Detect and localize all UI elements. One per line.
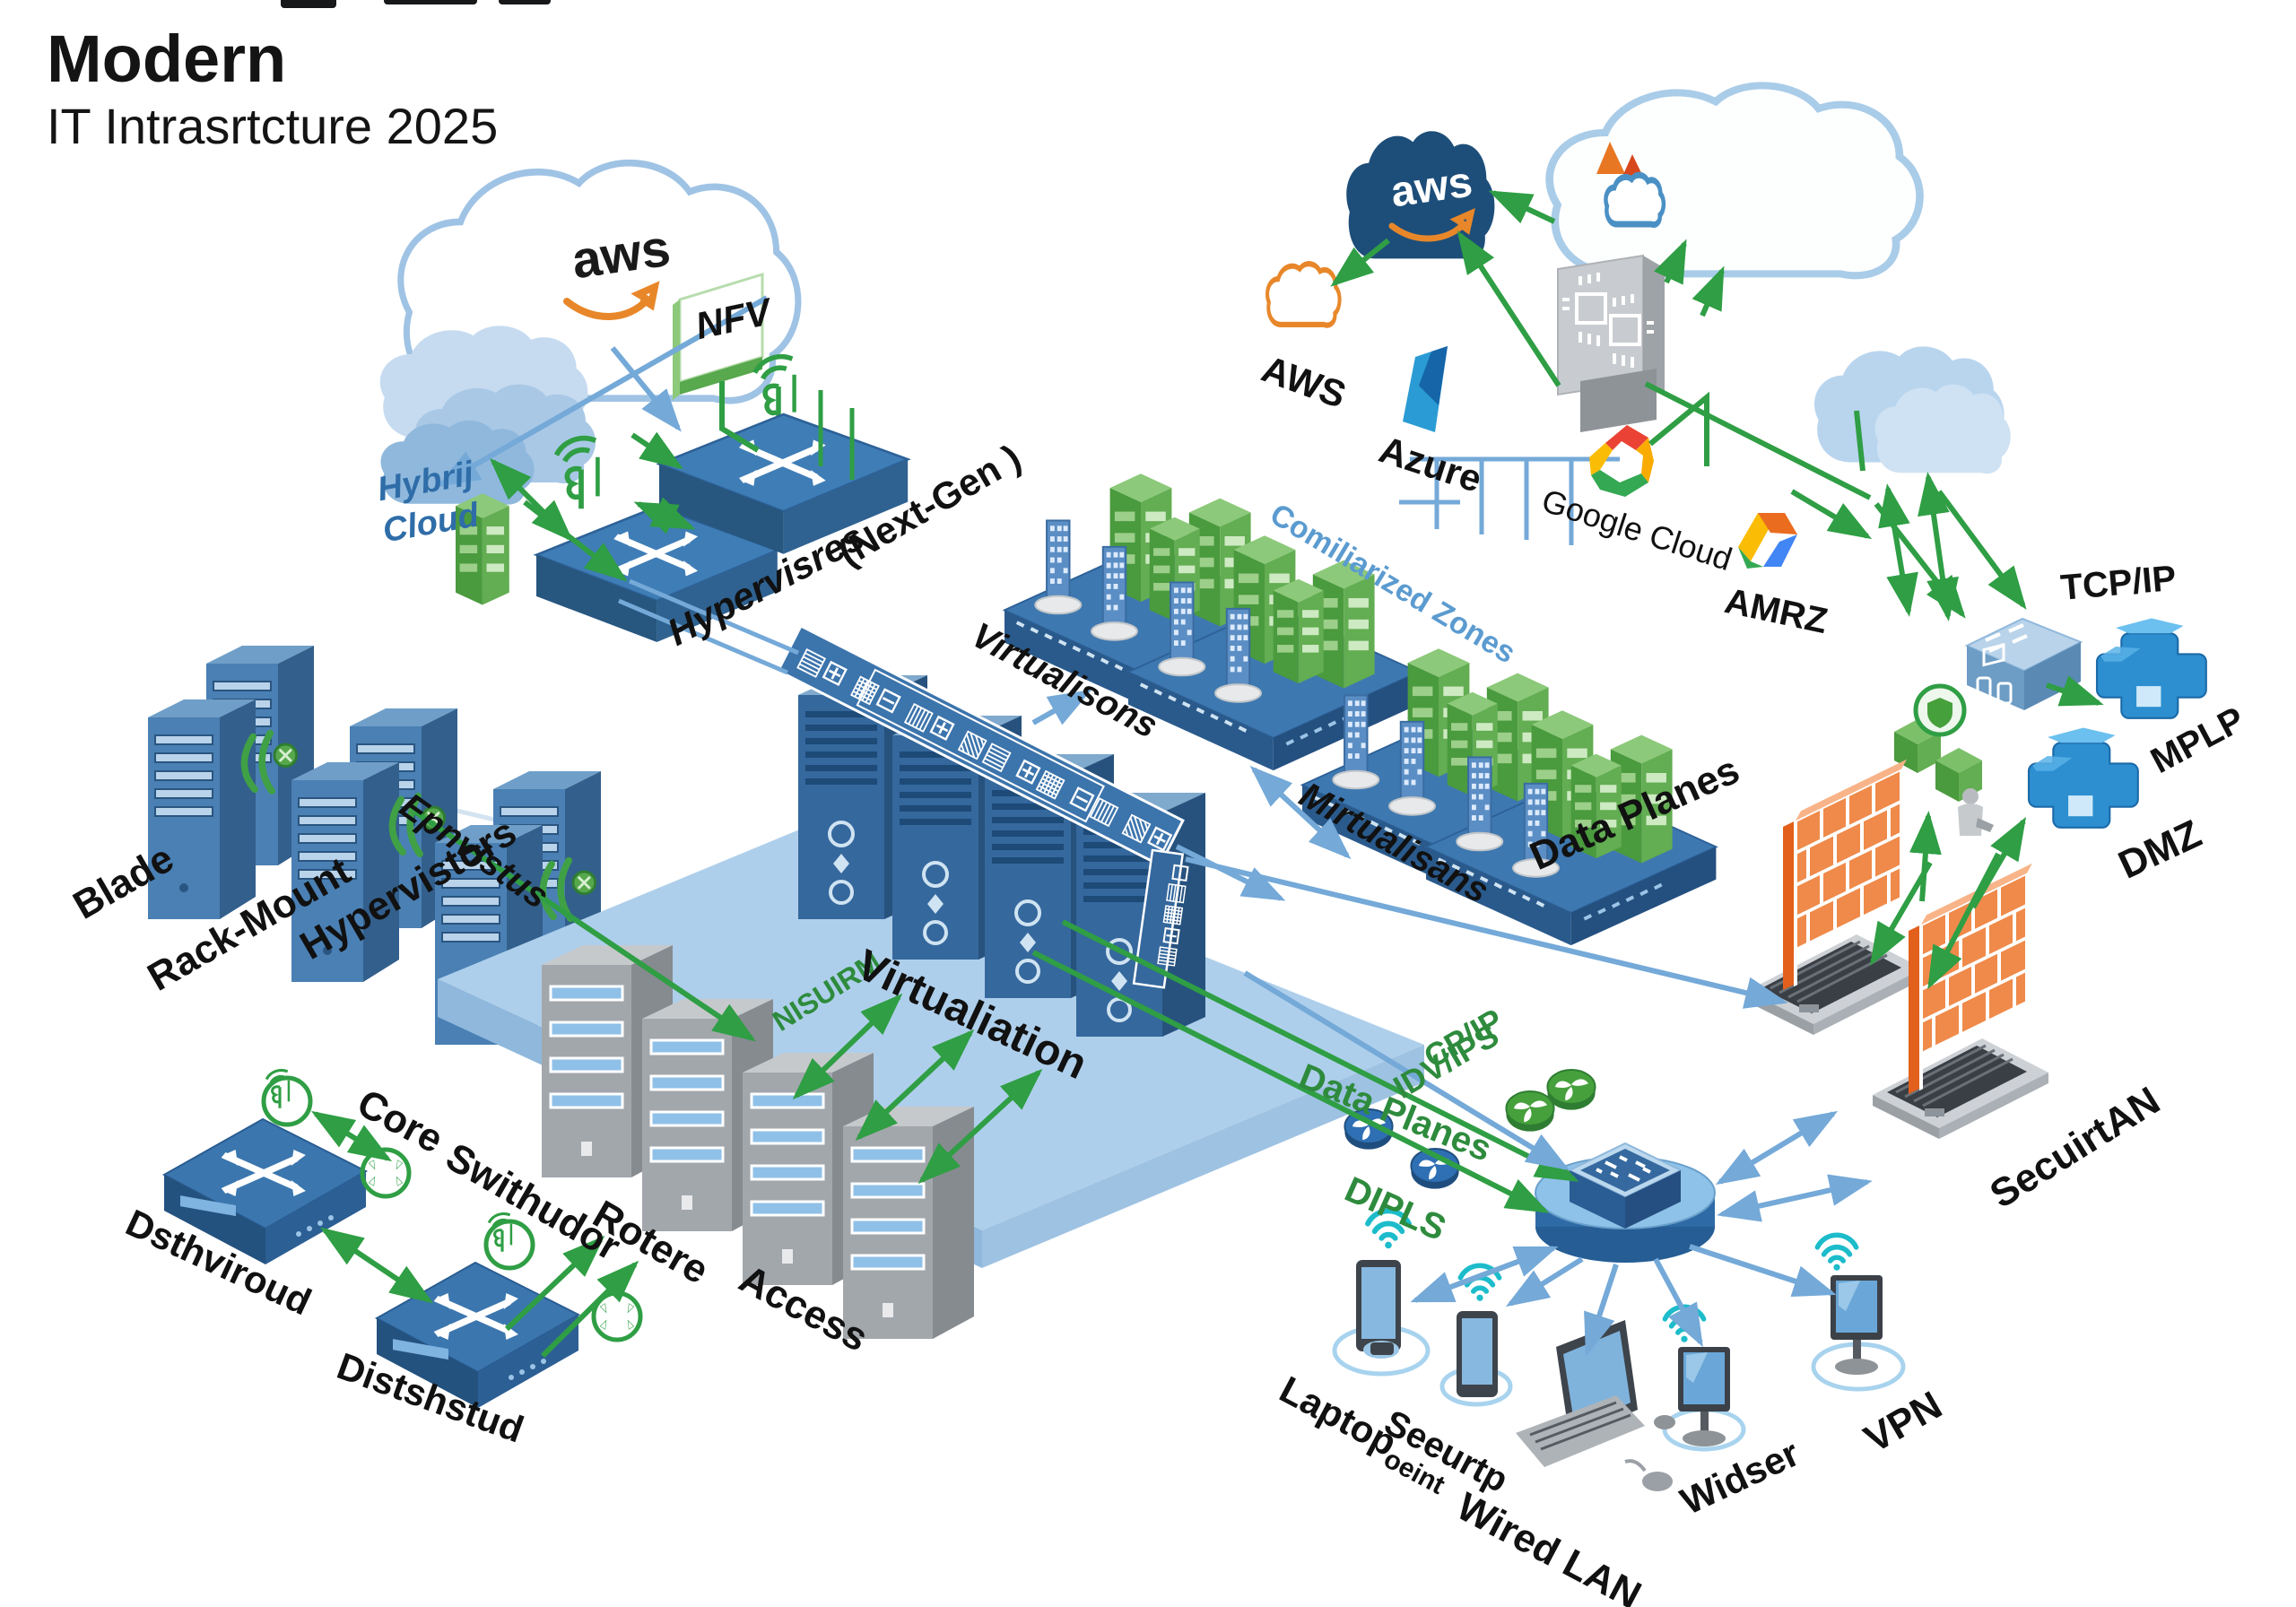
aws-orange-cloud-icon <box>1267 264 1340 325</box>
tcpip-module-icon <box>1964 617 2083 710</box>
inner-cloud-icon <box>1605 175 1663 224</box>
nfv-sign <box>673 272 764 400</box>
edge-cloud-icon <box>1814 346 2011 474</box>
google-cloud-logo-icon <box>1589 425 1654 497</box>
endpoint-phone <box>1439 1265 1513 1407</box>
mpls-block-icon <box>2095 617 2207 719</box>
rack-server-icon <box>147 699 257 920</box>
hybrid-cloud-icon <box>379 163 798 505</box>
aws-navy-cloud-icon <box>1346 131 1495 260</box>
nfvi-chip-panel-icon <box>1557 254 1665 432</box>
routing-coin-green <box>1505 1090 1555 1133</box>
page-subtitle: IT Intrasrtcture 2025 <box>47 98 499 154</box>
alert-triangle-icon <box>1596 142 1625 174</box>
server-side-strip: ⊟▤▦⊞▥ <box>1132 848 1195 989</box>
wifi-icon <box>1817 1235 1856 1271</box>
aws-swoosh-icon <box>1388 208 1475 242</box>
blue-links <box>436 295 1873 1357</box>
dmz-block-icon <box>2027 726 2139 829</box>
azure-logo-icon <box>1403 346 1448 432</box>
cropped-top-artifact <box>281 0 551 8</box>
endpoint-tablet <box>1332 1211 1431 1377</box>
security-badge-icon <box>1913 683 1967 737</box>
green-links <box>310 190 2104 1359</box>
endpoint-monitor-vpn <box>1811 1235 1906 1392</box>
amrz-drive-logo-icon <box>1738 513 1797 569</box>
control-plane-bracket <box>1399 456 1620 545</box>
multicloud-outline-icon <box>1550 85 1920 275</box>
server-cluster <box>147 645 602 1046</box>
routing-coin-green <box>1546 1069 1596 1111</box>
firewall-laptop-icon-2 <box>1871 861 2050 1141</box>
page-title: Modern <box>47 22 287 96</box>
firewall-laptop-icon <box>1745 757 1925 1037</box>
core-hub-icon <box>1535 1142 1716 1263</box>
aws-logo-left: aws <box>568 218 674 291</box>
person-icon <box>1958 788 1994 836</box>
aws-swoosh-icon <box>563 281 660 320</box>
endpoint-laptop <box>1516 1320 1673 1491</box>
endpoint-monitor-user <box>1654 1307 1746 1452</box>
